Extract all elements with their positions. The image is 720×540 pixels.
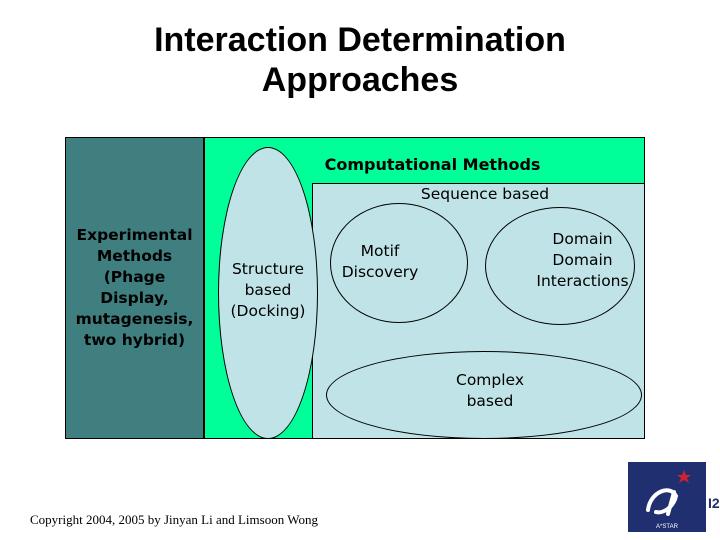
slide-title: Interaction Determination Approaches xyxy=(60,20,660,100)
astar-i2r-logo: A*STAR I2R xyxy=(628,462,720,532)
logo-org-text: A*STAR xyxy=(656,524,679,530)
structure-based-label: Structure based (Docking) xyxy=(230,260,306,320)
experimental-methods-label: Experimental Methods (Phage Display, mut… xyxy=(75,226,194,349)
complex-based-ellipse xyxy=(326,351,642,439)
domain-domain-label: Domain Domain Interactions xyxy=(536,230,629,290)
logo-graphic: A*STAR I2R xyxy=(628,462,720,532)
motif-discovery-label: Motif Discovery xyxy=(341,242,419,281)
experimental-methods-region xyxy=(65,137,204,439)
complex-based-label: Complex based xyxy=(456,371,524,410)
computational-methods-label: Computational Methods xyxy=(324,155,541,174)
structure-based-ellipse xyxy=(218,147,318,439)
title-line-2: Approaches xyxy=(261,61,459,99)
title-line-1: Interaction Determination xyxy=(154,21,566,59)
logo-background xyxy=(628,462,706,532)
logo-star xyxy=(677,470,691,483)
motif-discovery-ellipse xyxy=(330,203,468,323)
sequence-based-label: Sequence based xyxy=(420,185,550,203)
copyright-footer: Copyright 2004, 2005 by Jinyan Li and Li… xyxy=(30,512,318,527)
logo-brand-text: I2R xyxy=(708,495,720,511)
logo-letter-a xyxy=(646,488,679,516)
domain-domain-ellipse xyxy=(485,207,635,325)
